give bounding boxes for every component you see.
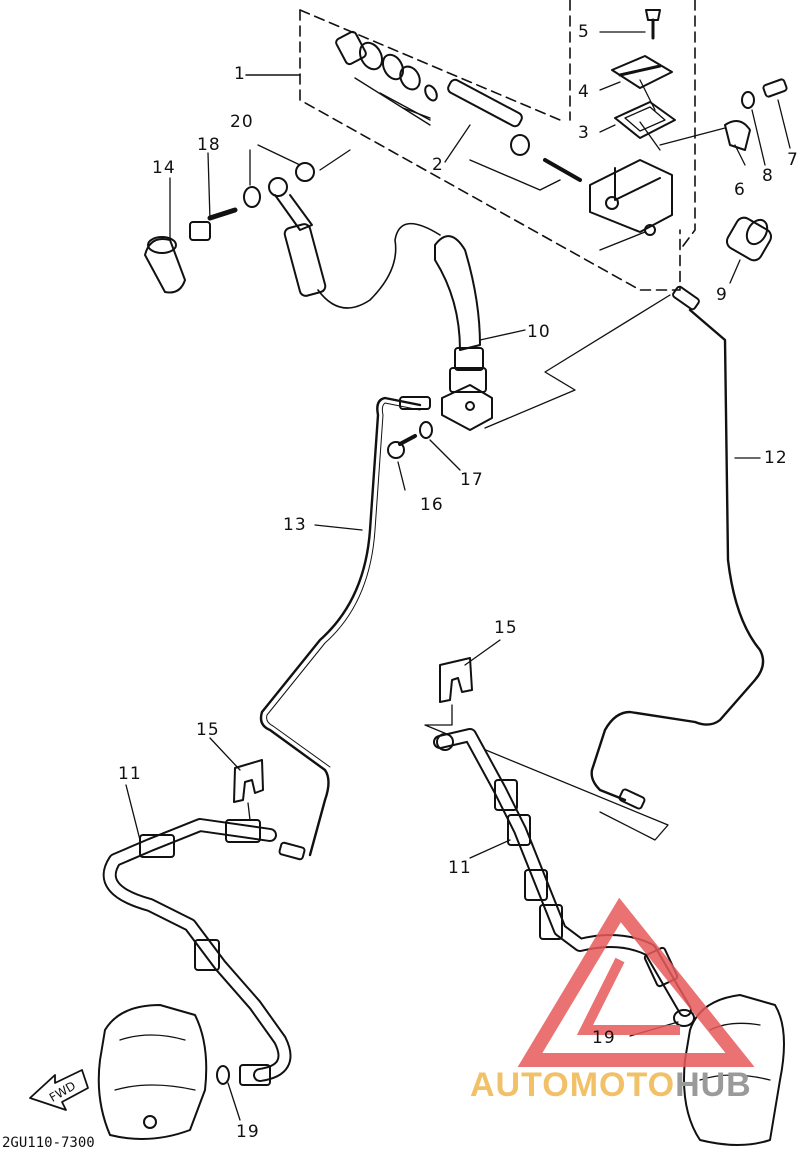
callout-6: 6 xyxy=(734,180,746,200)
callout-7: 7 xyxy=(787,150,799,170)
callout-1: 1 xyxy=(234,64,246,84)
callout-12: 12 xyxy=(764,448,788,468)
holder-bracket xyxy=(724,120,751,151)
callout-3: 3 xyxy=(578,123,590,143)
drawing-code: 2GU110-7300 xyxy=(2,1135,95,1151)
bolt-7 xyxy=(762,78,788,98)
cap-screw xyxy=(645,9,661,40)
washer-20-b xyxy=(295,162,315,182)
caliper-left xyxy=(97,1004,208,1140)
callout-20: 20 xyxy=(230,112,254,132)
callout-5: 5 xyxy=(578,22,590,42)
callout-9: 9 xyxy=(716,285,728,305)
hose-clip-15-right xyxy=(439,657,473,703)
callout-4: 4 xyxy=(578,82,590,102)
watermark-text: AUTOMOTOHUB xyxy=(470,1066,752,1105)
washer-19-right xyxy=(673,1009,695,1027)
callout-19-left: 19 xyxy=(236,1122,260,1142)
callout-10: 10 xyxy=(527,322,551,342)
leader-lines xyxy=(125,31,791,859)
washer-8 xyxy=(741,91,755,109)
fwd-arrow-icon xyxy=(29,1069,89,1111)
brake-hose-11-left xyxy=(102,818,292,1086)
brake-hose-11-right xyxy=(433,728,692,1017)
callout-19-right: 19 xyxy=(592,1028,616,1048)
callout-16: 16 xyxy=(420,495,444,515)
three-way-joint xyxy=(441,384,493,431)
callout-15-right: 15 xyxy=(494,618,518,638)
brake-pipe-12 xyxy=(590,308,765,802)
callout-15-left: 15 xyxy=(196,720,220,740)
brake-hose-10 xyxy=(434,235,526,393)
watermark-text-part1: AUTOMOTO xyxy=(470,1066,676,1104)
diaphragm-plate xyxy=(614,101,676,139)
sleeve-9 xyxy=(725,216,773,262)
hose-clip-15-left xyxy=(233,759,264,803)
push-rod xyxy=(447,78,582,191)
callout-11-left: 11 xyxy=(118,764,142,784)
brake-pipe-13 xyxy=(259,396,422,857)
watermark-text-part2: HUB xyxy=(675,1066,752,1104)
master-cylinder-kit-outline xyxy=(299,0,696,291)
callout-14: 14 xyxy=(152,158,176,178)
piston-kit xyxy=(335,30,438,126)
washer-17 xyxy=(419,421,433,439)
callout-11-right: 11 xyxy=(448,858,472,878)
callout-2: 2 xyxy=(432,155,444,175)
master-cylinder-body xyxy=(589,159,673,251)
union-bolt-cover-14 xyxy=(144,236,186,294)
callout-8: 8 xyxy=(762,166,774,186)
callout-13: 13 xyxy=(283,515,307,535)
reservoir-cap xyxy=(611,55,673,89)
callout-18: 18 xyxy=(197,135,221,155)
master-hose-end xyxy=(268,177,327,297)
bolt-16 xyxy=(387,434,417,459)
callout-17: 17 xyxy=(460,470,484,490)
union-bolt-18 xyxy=(189,207,238,241)
watermark-logo xyxy=(517,897,755,1067)
washer-19-left xyxy=(216,1065,230,1085)
washer-20-a xyxy=(243,186,261,208)
